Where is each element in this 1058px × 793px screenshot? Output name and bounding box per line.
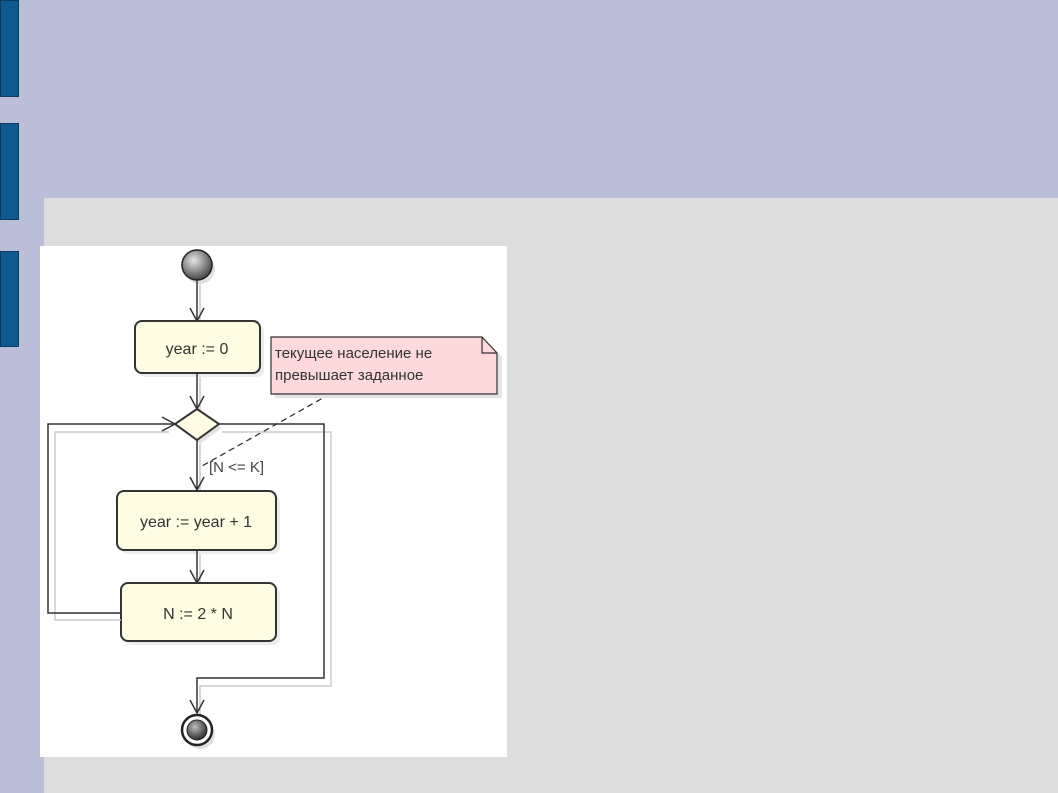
flow-increment-to-double xyxy=(189,550,205,586)
note: текущее население не превышает заданное xyxy=(270,336,502,398)
activity-diagram: year := 0 [N <= K] xyxy=(47,249,502,749)
action-increment: year := year + 1 xyxy=(116,490,280,554)
initial-node xyxy=(181,249,215,284)
side-marker-1 xyxy=(0,0,19,97)
action-init-label: year := 0 xyxy=(166,341,229,358)
side-marker-2 xyxy=(0,123,19,220)
side-marker-3 xyxy=(0,251,19,347)
action-increment-label: year := year + 1 xyxy=(140,514,252,531)
action-double-label: N := 2 * N xyxy=(163,606,233,623)
guard-label: [N <= K] xyxy=(209,459,264,476)
title-band xyxy=(0,0,1058,198)
flow-loop-back xyxy=(47,416,177,621)
note-line-2: превышает заданное xyxy=(275,367,423,384)
note-connector xyxy=(201,393,331,467)
note-line-1: текущее население не xyxy=(275,345,432,362)
diagram-image: year := 0 [N <= K] xyxy=(40,246,507,757)
flow-exit xyxy=(189,423,332,716)
flow-guard: [N <= K] xyxy=(189,440,264,494)
action-double: N := 2 * N xyxy=(120,582,280,645)
action-init: year := 0 xyxy=(134,320,264,377)
flow-start-to-init xyxy=(189,280,205,324)
flow-init-to-decision xyxy=(189,373,205,412)
final-node xyxy=(180,713,215,749)
decision-node xyxy=(173,407,222,444)
